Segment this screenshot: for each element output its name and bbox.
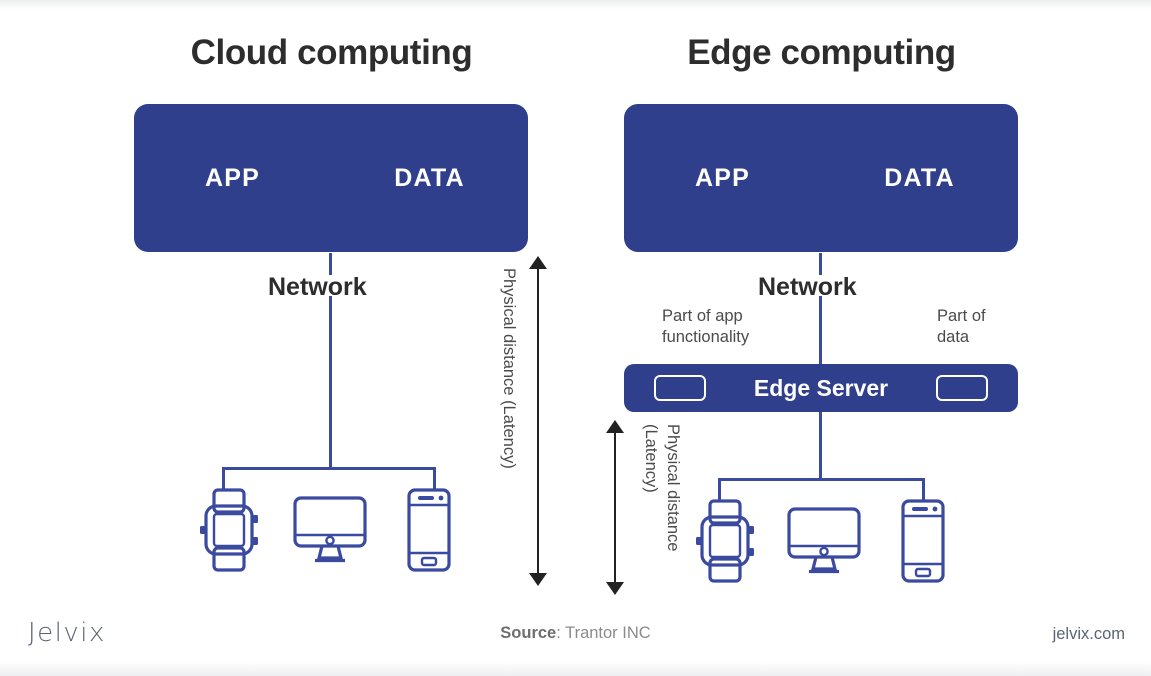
annotation-part-of-data: Part of data (937, 307, 986, 346)
source-credit: Source: Trantor INC (0, 624, 1151, 643)
panel-title-edge: Edge computing (687, 33, 956, 72)
device-leg-left-1 (222, 467, 225, 489)
panel-title-cloud: Cloud computing (190, 33, 473, 72)
arrow-shaft-right (614, 426, 616, 589)
arrow-head-down-right (606, 582, 624, 595)
arrow-head-down-left (529, 573, 547, 586)
desktop-monitor-icon-left (292, 495, 368, 570)
edge-server-right-chip-icon (936, 375, 988, 401)
cloud-box-right-data-label: DATA (884, 163, 955, 192)
connector-network-to-edgeserver (819, 296, 822, 364)
edge-server-label: Edge Server (753, 374, 889, 401)
smartwatch-icon-left (196, 487, 262, 578)
footer: Jelvix Source: Trantor INC jelvix.com (0, 610, 1151, 656)
bottom-edge-band (0, 662, 1151, 676)
device-leg-left-2 (433, 467, 436, 489)
smartphone-icon-left (406, 487, 452, 578)
source-separator: : (556, 624, 566, 642)
source-value: Trantor INC (565, 624, 651, 642)
desktop-monitor-icon-right (786, 506, 862, 581)
device-leg-right-1 (718, 478, 721, 500)
device-bus-right (718, 478, 924, 481)
network-label-right: Network (758, 273, 857, 301)
cloud-box-left-data-label: DATA (394, 163, 465, 192)
latency-label-right: Physical distance (Latency) (642, 424, 682, 552)
connector-cloud-to-network-left (329, 253, 332, 275)
cloud-box-left-app-label: APP (204, 163, 260, 192)
cloud-box-right-app-label: APP (694, 163, 750, 192)
arrow-shaft-left (537, 262, 539, 580)
cloud-box-left: APP DATA (134, 104, 528, 252)
latency-label-left: Physical distance (Latency) (500, 268, 518, 469)
latency-arrow-left (528, 256, 548, 586)
device-leg-right-2 (922, 478, 925, 500)
edge-server-bar: Edge Server (624, 364, 1018, 412)
cloud-box-right: APP DATA (624, 104, 1018, 252)
device-bus-left (222, 467, 435, 470)
connector-cloud-to-network-right (819, 253, 822, 275)
edge-server-left-chip-icon (654, 375, 706, 401)
network-label-left: Network (268, 273, 367, 301)
top-edge-band (0, 0, 1151, 10)
annotation-part-of-app-functionality: Part of app functionality (662, 307, 750, 346)
jelvix-logo: Jelvix (28, 618, 106, 648)
smartwatch-icon-right (692, 498, 758, 589)
connector-edgeserver-to-bus (819, 412, 822, 480)
source-label: Source (500, 624, 557, 642)
website-url[interactable]: jelvix.com (1052, 625, 1125, 643)
smartphone-icon-right (900, 498, 946, 589)
latency-arrow-right (605, 420, 625, 595)
connector-network-to-bus-left (329, 296, 332, 469)
